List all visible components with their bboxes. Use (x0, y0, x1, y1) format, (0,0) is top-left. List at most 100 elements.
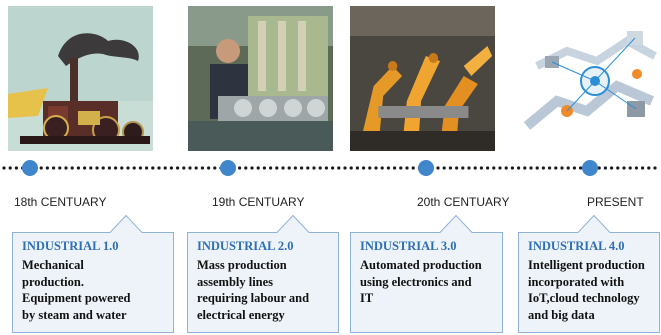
timeline-dot (306, 166, 310, 170)
era-card-3: INDUSTRIAL 3.0 Automated production usin… (350, 214, 503, 333)
timeline-dot (256, 166, 260, 170)
timeline-dot (467, 166, 471, 170)
timeline-dot (380, 166, 384, 170)
timeline-dot (76, 166, 80, 170)
timeline-dot (52, 166, 56, 170)
timeline-dot (8, 166, 12, 170)
timeline-dot (120, 166, 124, 170)
timeline-dot (2, 166, 6, 170)
timeline-dot (312, 166, 316, 170)
card-desc-line: using electronics and (360, 274, 472, 289)
timeline-dot (331, 166, 335, 170)
card-desc-line: Automated production (360, 258, 482, 272)
steam-engine-image (8, 6, 153, 151)
timeline-dot (393, 166, 397, 170)
timeline-dot (579, 166, 583, 170)
timeline-dot (362, 166, 366, 170)
timeline-dot (349, 166, 353, 170)
timeline-dot (169, 166, 173, 170)
card-desc-line: Mass production (197, 258, 287, 272)
timeline-dot (492, 166, 496, 170)
timeline-dot (566, 166, 570, 170)
era-label-1: 18th CENTUARY (14, 195, 107, 209)
timeline-dot (405, 166, 409, 170)
timeline-dot (554, 166, 558, 170)
timeline-dot (101, 166, 105, 170)
timeline-dot (269, 166, 273, 170)
timeline-dot (64, 166, 68, 170)
timeline-dot (442, 166, 446, 170)
timeline-dot (355, 166, 359, 170)
assembly-line-worker-photo-icon (188, 6, 333, 151)
card-desc-line: electrical energy (197, 307, 285, 322)
timeline-dot (368, 166, 372, 170)
card-desc-line: Mechanical (22, 258, 84, 272)
timeline-dot (411, 166, 415, 170)
timeline-dot (628, 166, 632, 170)
card-desc-line: Intelligent production (528, 258, 645, 272)
industrial-robots-photo-icon (350, 6, 495, 151)
timeline-dot (498, 166, 502, 170)
timeline-dot (132, 166, 136, 170)
timeline-dot (83, 166, 87, 170)
timeline-dot (287, 166, 291, 170)
timeline-dot (448, 166, 452, 170)
card-title: INDUSTRIAL 4.0 (528, 239, 625, 253)
timeline-dot (461, 166, 465, 170)
timeline-dot (504, 166, 508, 170)
timeline-dot (572, 166, 577, 170)
timeline-dot (486, 166, 490, 170)
card-desc-line: IoT,cloud technology (528, 291, 640, 305)
timeline-dot (541, 166, 546, 170)
timeline-dot (58, 166, 62, 170)
timeline-dot (510, 166, 514, 170)
timeline-dot (473, 166, 477, 170)
timeline-dot (281, 166, 285, 170)
timeline-dot (318, 166, 322, 170)
timeline-dot (455, 166, 459, 170)
era-card-4: INDUSTRIAL 4.0 Intelligent production in… (518, 214, 660, 333)
timeline-dot (107, 166, 111, 170)
timeline-dot (262, 166, 266, 170)
card-desc-line: by steam and water (22, 307, 127, 322)
timeline-dot (145, 166, 149, 170)
timeline-dot (39, 166, 43, 170)
timeline-dot (641, 166, 645, 170)
timeline-dot (560, 166, 564, 170)
timeline-dot (523, 166, 527, 170)
timeline-dot (529, 166, 533, 170)
timeline-dot (182, 166, 186, 170)
timeline-dot (293, 166, 297, 170)
timeline-marker-4 (582, 160, 598, 176)
timeline-dot (634, 166, 639, 170)
timeline-dot (238, 166, 242, 170)
card-description: Intelligent production incorporated with… (528, 257, 656, 323)
card-description: Mechanical production. Equipment powered… (22, 257, 170, 323)
timeline-dot (436, 166, 440, 170)
timeline-dot (653, 166, 657, 170)
card-desc-line: Equipment powered (22, 291, 131, 305)
timeline-dot (337, 166, 341, 170)
assembly-line-image (188, 6, 333, 151)
timeline-dot (194, 166, 198, 170)
card-desc-line: requiring labour and (197, 291, 310, 305)
timeline-dot (343, 166, 347, 170)
card-callout-shape (12, 214, 174, 333)
card-title: INDUSTRIAL 3.0 (360, 239, 457, 253)
timeline-dot (95, 166, 99, 170)
timeline-dot (275, 166, 279, 170)
timeline-dot (647, 166, 651, 170)
card-callout-shape (518, 214, 660, 333)
era-label-2: 19th CENTUARY (212, 195, 305, 209)
timeline-dot (517, 166, 521, 170)
timeline-dot (138, 166, 142, 170)
card-desc-line: and big data (528, 307, 595, 322)
timeline-dot (70, 166, 74, 170)
timeline-dot (213, 166, 217, 170)
timeline-dotted-line (2, 166, 657, 170)
timeline-dot (188, 166, 192, 170)
timeline-dot (386, 166, 390, 170)
smart-factory-diagram-icon (517, 6, 661, 151)
timeline-dot (157, 166, 161, 170)
timeline-dot (176, 166, 180, 170)
